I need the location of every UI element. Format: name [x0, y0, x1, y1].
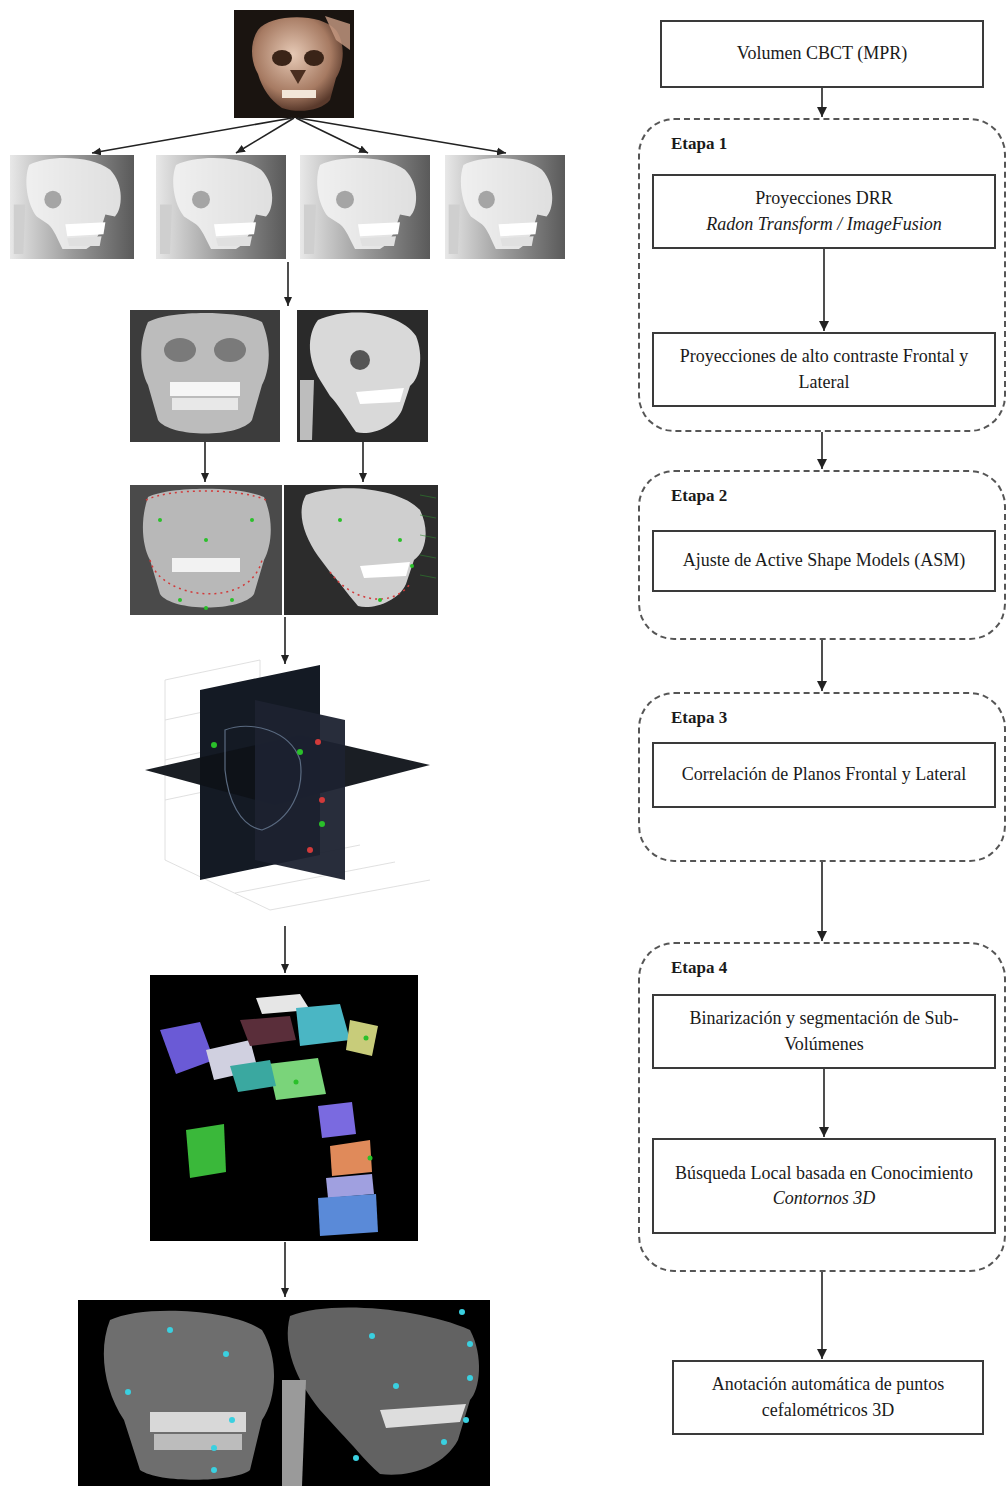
flow-arrow	[284, 617, 286, 664]
box-label: Correlación de Planos Frontal y Lateral	[682, 762, 966, 787]
asm-fitted-lateral	[284, 485, 438, 615]
flow-arrow	[284, 1242, 286, 1297]
plane-correlation-plot	[145, 660, 430, 910]
flow-connector	[821, 862, 823, 941]
process-box: Proyecciones DRRRadon Transform / ImageF…	[652, 174, 996, 249]
annotated-3d-render	[78, 1300, 490, 1486]
stage-heading: Etapa 3	[668, 708, 730, 728]
flow-arrow	[92, 118, 506, 153]
lateral-projection	[297, 310, 428, 442]
stage-group: Etapa 1 Proyecciones DRRRadon Transform /…	[638, 118, 1006, 432]
stage-heading: Etapa 2	[668, 486, 730, 506]
flow-arrow	[205, 442, 363, 482]
flow-connector	[821, 88, 823, 117]
box-label: Radon Transform / ImageFusion	[706, 212, 942, 237]
process-box: Anotación automática de puntos cefalomét…	[672, 1360, 984, 1435]
cbct-volume-render	[234, 10, 354, 118]
flow-connector	[821, 1272, 823, 1359]
asm-fitted-frontal	[130, 485, 282, 615]
flow-arrow	[284, 926, 286, 973]
process-box: Ajuste de Active Shape Models (ASM)	[652, 530, 996, 592]
flow-arrow	[287, 262, 289, 306]
process-box: Binarización y segmentación de Sub-Volúm…	[652, 994, 996, 1069]
box-label: Proyecciones DRR	[755, 186, 892, 211]
stage-heading: Etapa 1	[668, 134, 730, 154]
box-label: Proyecciones de alto contraste Frontal y…	[668, 344, 980, 394]
process-box: Volumen CBCT (MPR)	[660, 20, 984, 88]
flow-connector	[823, 1069, 825, 1137]
flow-connector	[823, 249, 825, 331]
frontal-projection	[130, 310, 280, 442]
stage-heading: Etapa 4	[668, 958, 730, 978]
box-label: Binarización y segmentación de Sub-Volúm…	[668, 1006, 980, 1056]
box-label: Contornos 3D	[773, 1186, 876, 1211]
stage-group: Etapa 4 Binarización y segmentación de Su…	[638, 942, 1006, 1272]
process-box: Correlación de Planos Frontal y Lateral	[652, 742, 996, 808]
flow-connector	[821, 640, 823, 691]
stage-group: Etapa 3 Correlación de Planos Frontal y L…	[638, 692, 1006, 862]
process-box: Búsqueda Local basada en ConocimientoCon…	[652, 1138, 996, 1234]
drr-projection	[10, 155, 565, 259]
box-label: Volumen CBCT (MPR)	[737, 41, 907, 66]
flow-connector	[821, 432, 823, 469]
box-label: Búsqueda Local basada en Conocimiento	[675, 1161, 973, 1186]
process-box: Proyecciones de alto contraste Frontal y…	[652, 332, 996, 407]
box-label: Anotación automática de puntos cefalomét…	[688, 1372, 968, 1422]
segmented-subvolumes	[150, 975, 418, 1241]
box-label: Ajuste de Active Shape Models (ASM)	[683, 548, 965, 573]
stage-group: Etapa 2 Ajuste de Active Shape Models (AS…	[638, 470, 1006, 640]
